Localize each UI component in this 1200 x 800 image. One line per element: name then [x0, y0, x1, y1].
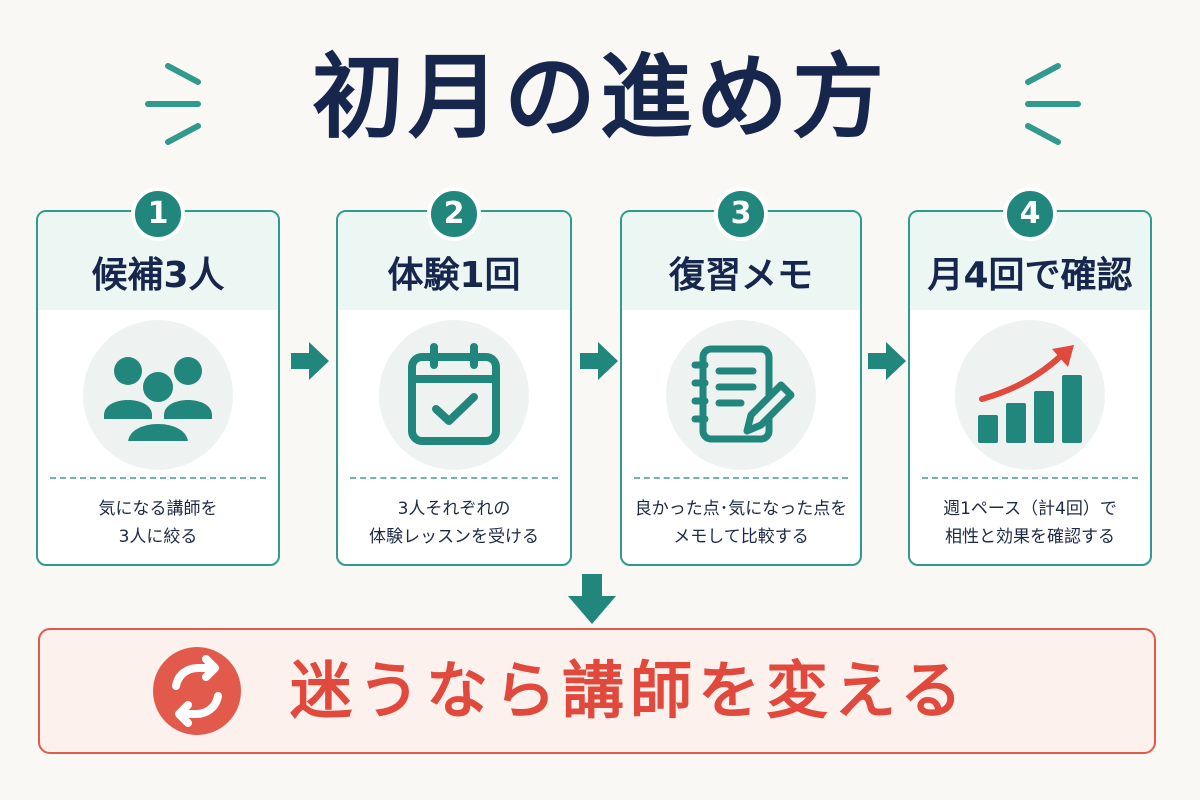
step-card-4: 4 月4回で確認 週1ペース（計4回）で 相性と効果を確認する — [908, 187, 1152, 566]
result-box: 迷うなら講師を変える — [38, 628, 1156, 754]
calendar-check-icon — [408, 343, 500, 445]
desc-line-2: 3人に絞る — [118, 527, 198, 547]
dashed-divider — [50, 477, 266, 479]
dashed-divider — [350, 477, 558, 479]
arrow-right-icon — [291, 342, 329, 380]
desc-line-2: 体験レッスンを受ける — [369, 527, 539, 547]
arrow-down-icon — [568, 574, 616, 624]
step-title: 候補3人 — [91, 255, 225, 296]
desc-line-1: 週1ペース（計4回）で — [943, 499, 1117, 519]
swap-icon — [153, 647, 241, 735]
desc-line-2: 相性と効果を確認する — [945, 527, 1115, 547]
result-text: 迷うなら講師を変える — [290, 654, 969, 727]
step-card-1: 1 候補3人 気になる講師を 3人に絞る — [36, 187, 280, 566]
step-number-badge: 4 — [1003, 187, 1057, 241]
dashed-divider — [634, 477, 848, 479]
step-description: 気になる講師を 3人に絞る — [42, 495, 274, 551]
arrow-right-icon — [580, 342, 618, 380]
growth-chart-icon — [978, 345, 1082, 443]
desc-line-1: 3人それぞれの — [397, 499, 511, 519]
icon-circle — [83, 320, 233, 470]
step-number-badge: 1 — [131, 187, 185, 241]
step-description: 週1ペース（計4回）で 相性と効果を確認する — [914, 495, 1146, 551]
arrow-right-icon — [868, 342, 906, 380]
icon-circle — [379, 320, 529, 470]
left-spark-icon — [145, 63, 201, 145]
step-number-badge: 2 — [427, 187, 481, 241]
step-title: 復習メモ — [668, 255, 813, 296]
page-title: 初月の進め方 — [311, 44, 888, 151]
right-spark-icon — [1025, 63, 1081, 145]
step-description: 3人それぞれの 体験レッスンを受ける — [342, 495, 566, 551]
step-description: 良かった点･気になった点を メモして比較する — [626, 495, 856, 551]
icon-circle — [955, 320, 1105, 470]
desc-line-2: メモして比較する — [673, 527, 809, 547]
step-title: 体験1回 — [387, 255, 521, 296]
notepad-pencil-icon — [691, 345, 795, 443]
step-card-2: 2 体験1回 3人それぞれの 体験レッスンを受ける — [336, 187, 572, 566]
people-icon — [104, 357, 212, 445]
icon-circle — [666, 320, 816, 470]
step-title: 月4回で確認 — [927, 255, 1133, 296]
step-card-3: 3 復習メモ 良かった点･気になった点を メモして比較する — [620, 187, 862, 566]
desc-line-1: 気になる講師を — [98, 499, 218, 519]
dashed-divider — [922, 477, 1138, 479]
desc-line-1: 良かった点･気になった点を — [634, 499, 848, 519]
step-number-badge: 3 — [714, 187, 768, 241]
